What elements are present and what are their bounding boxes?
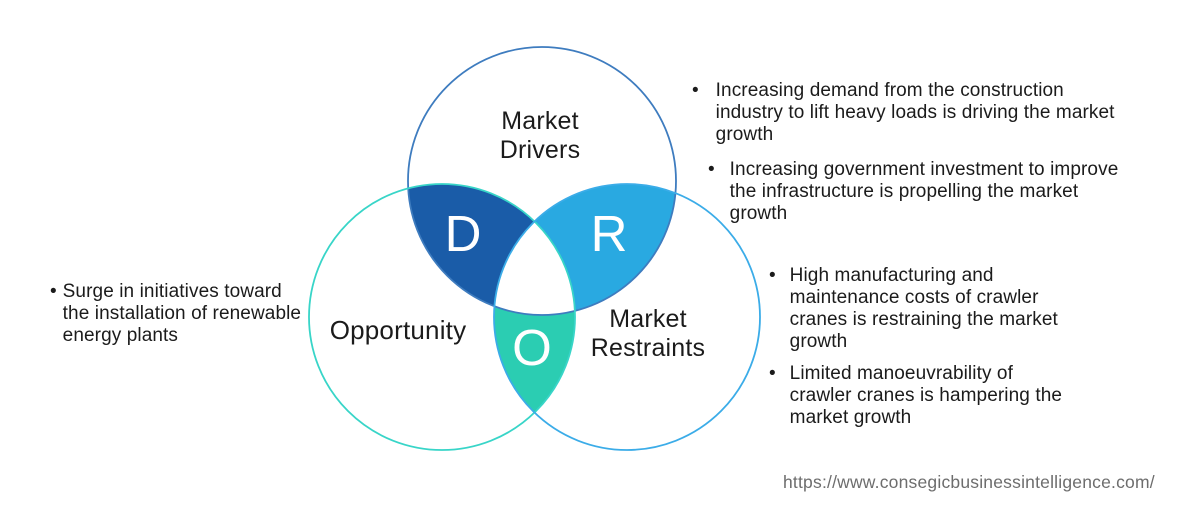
restraints-circle (493, 183, 761, 451)
letter-o: O (512, 319, 552, 376)
drivers-annotation-text: Increasing demand from the construction … (715, 80, 1115, 145)
drivers-annotation-item: • Increasing demand from the constructio… (692, 80, 1115, 146)
drivers-label: Market Drivers (499, 107, 581, 164)
bullet-icon: • (769, 265, 776, 286)
opportunity-label: Opportunity (329, 315, 467, 345)
bullet-icon: • (692, 80, 699, 101)
letter-d: D (445, 205, 482, 262)
bullet-icon: • (769, 363, 776, 384)
restraints-annotation-text: Limited manoeuvrability of crawler crane… (789, 363, 1063, 428)
restraints-annotation-item: • Limited manoeuvrability of crawler cra… (769, 363, 1062, 429)
bullet-icon: • (50, 281, 57, 302)
drivers-circle (407, 46, 677, 316)
opportunity-annotation-item: • Surge in initiatives toward the instal… (50, 281, 301, 347)
drivers-annotation-text: Increasing government investment to impr… (729, 159, 1119, 224)
restraints-annotation-text: High manufacturing and maintenance costs… (789, 265, 1058, 352)
restraints-annotation-item: • High manufacturing and maintenance cos… (769, 265, 1058, 353)
letter-r: R (591, 205, 628, 262)
opportunity-circle (308, 183, 576, 451)
opportunity-annotation-text: Surge in initiatives toward the installa… (62, 281, 302, 346)
restraints-label: Market Restraints (590, 305, 706, 362)
source-url: https://www.consegicbusinessintelligence… (783, 472, 1155, 492)
drivers-annotation-item: • Increasing government investment to im… (708, 159, 1118, 225)
bullet-icon: • (708, 159, 715, 180)
